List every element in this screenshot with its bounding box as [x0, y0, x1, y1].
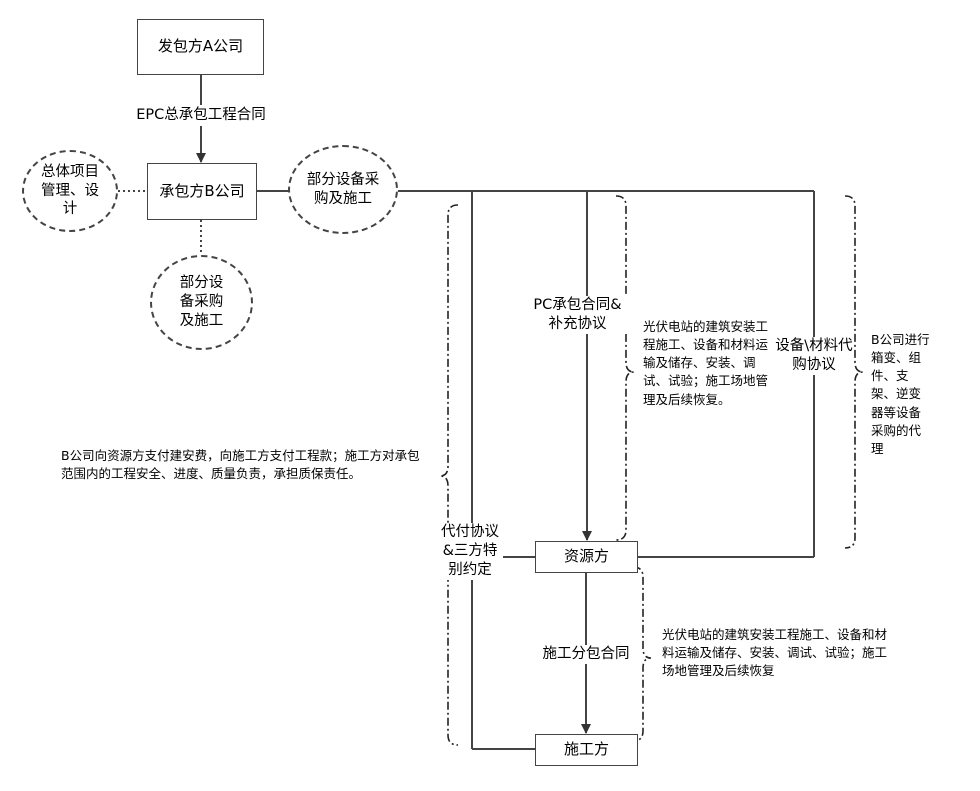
circle-management-design-label: 总体项目管理、设计 — [41, 163, 99, 218]
pc-scope-note: 光伏电站的建筑安装工程施工、设备和材料运输及储存、安装、调试、试验；施工场地管理… — [643, 319, 769, 407]
circle-procurement-below: 部分设备采购及施工 — [150, 255, 253, 350]
circle-procurement-right-label: 部分设备采购及施工 — [306, 171, 380, 207]
equipment-agency-label: 设备\材料代购协议 — [774, 337, 854, 375]
circle-procurement-right: 部分设备采购及施工 — [288, 145, 398, 234]
circle-management-design: 总体项目管理、设计 — [22, 150, 118, 232]
party-b-label: 承包方B公司 — [159, 181, 245, 200]
bracket-agency — [844, 195, 864, 549]
construction-party-box: 施工方 — [535, 734, 638, 766]
subcontract-label: 施工分包合同 — [533, 645, 639, 664]
payment-scope-note: B公司向资源方支付建安费，向施工方支付工程款；施工方对承包范围内的工程安全、进度… — [61, 448, 420, 482]
agency-scope-note: B公司进行箱变、组件、支架、逆变器等设备采购的代理 — [871, 332, 930, 456]
tripartite-label: 代付协议&三方特别约定 — [437, 523, 503, 580]
pc-contract-label: PC承包合同&补充协议 — [527, 296, 628, 334]
resource-party-box: 资源方 — [535, 541, 638, 573]
party-a-box: 发包方A公司 — [137, 19, 264, 75]
party-b-box: 承包方B公司 — [147, 163, 257, 220]
resource-party-label: 资源方 — [563, 547, 609, 566]
party-a-label: 发包方A公司 — [157, 37, 244, 56]
construction-party-label: 施工方 — [563, 740, 609, 759]
sub-scope-note: 光伏电站的建筑安装工程施工、设备和材料运输及储存、安装、调试、试验；施工场地管理… — [662, 627, 888, 679]
bracket-tripartite — [439, 204, 459, 746]
bracket-sub — [632, 566, 652, 742]
circle-procurement-below-label: 部分设备采购及施工 — [179, 275, 224, 329]
bracket-pc — [615, 195, 635, 541]
epc-contract-label: EPC总承包工程合同 — [125, 105, 277, 126]
